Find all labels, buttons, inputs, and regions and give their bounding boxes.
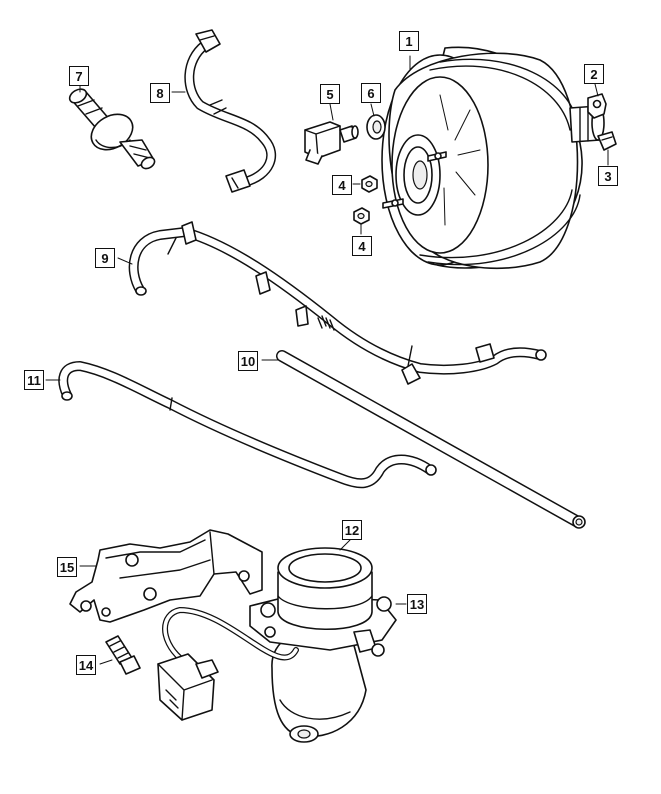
callout-sensor: 5 [320,84,340,104]
pump-bracket [69,529,263,623]
callout-booster: 1 [399,31,419,51]
callout-vacuum-hose-long: 9 [95,248,115,268]
grommet [366,103,386,140]
callout-vacuum-hose-short: 8 [150,83,170,103]
callout-grommet: 6 [361,83,381,103]
callout-vacuum-line: 11 [24,370,44,390]
callout-pump-bracket: 15 [57,557,77,577]
callout-nut-upper: 4 [332,175,352,195]
vacuum-pump [157,539,407,743]
vacuum-hose-short [171,29,277,193]
clip [597,131,617,166]
nut-lower [353,207,370,235]
bracket [587,83,607,119]
callout-bracket: 2 [584,64,604,84]
nut-upper [352,175,378,193]
pressure-sensor [304,103,359,165]
callout-pump-mount: 13 [407,594,427,614]
callout-check-valve: 7 [69,66,89,86]
callout-bolt: 14 [76,655,96,675]
callout-clip: 3 [598,166,618,186]
check-valve [68,85,156,170]
vacuum-line [45,361,437,489]
bolt [99,635,141,675]
vacuum-hose-long [117,221,547,385]
brake-booster [381,46,605,270]
callout-nut-lower: 4 [352,236,372,256]
callout-vacuum-pump: 12 [342,520,362,540]
hose-straight [261,350,586,529]
callout-hose-straight: 10 [238,351,258,371]
